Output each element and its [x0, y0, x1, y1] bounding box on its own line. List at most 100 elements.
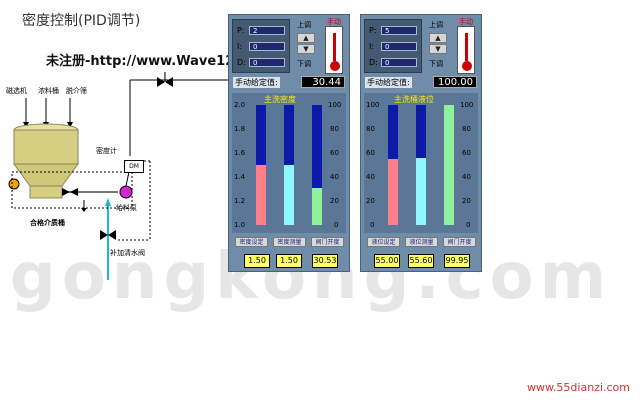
- manual-auto-switch[interactable]: [325, 26, 343, 74]
- up-button[interactable]: ▲: [429, 33, 447, 43]
- p-label: P:: [237, 26, 245, 35]
- p-label: P:: [369, 26, 377, 35]
- p-field[interactable]: 5: [381, 26, 417, 35]
- axis-tick-label: 40: [330, 173, 339, 181]
- bar-measured: [416, 105, 426, 225]
- pid-box: P: 5 I: 0 D: 0: [364, 19, 422, 73]
- axis-tick-label: 20: [462, 197, 471, 205]
- axis-tick-label: 40: [366, 173, 375, 181]
- down-button[interactable]: ▼: [429, 44, 447, 54]
- d-label: D:: [237, 58, 246, 67]
- i-label: I:: [369, 42, 375, 51]
- bar-valve: [444, 105, 454, 225]
- manual-setting-value[interactable]: 100.00: [433, 76, 477, 88]
- tank-icon: [13, 123, 79, 199]
- level-panel: P: 5 I: 0 D: 0 上调 ▲ ▼ 下调 手动 自动 手动给定值: 10…: [360, 14, 482, 272]
- unregistered-banner: 未注册-http://www.Wave12.com: [46, 54, 270, 69]
- up-button[interactable]: ▲: [297, 33, 315, 43]
- dm-box: DM: [124, 160, 144, 173]
- bar-setpoint: [256, 105, 266, 225]
- axis-tick-label: 0: [466, 221, 471, 229]
- brand-link[interactable]: www.55dianzi.com: [526, 381, 630, 394]
- valve-opening-button[interactable]: 阀门开度: [443, 237, 476, 247]
- i-field[interactable]: 0: [249, 42, 285, 51]
- axis-tick-label: 100: [328, 101, 342, 109]
- bar-fill-measured: [416, 158, 426, 225]
- axis-tick-label: 1.0: [234, 221, 246, 229]
- level-measure-button[interactable]: 液位测量: [405, 237, 438, 247]
- density-panel: P: 2 I: 0 D: 0 上调 ▲ ▼ 下调 手动 自动 手动给定值: 30…: [228, 14, 350, 272]
- manual-setting-label: 手动给定值:: [233, 77, 280, 88]
- axis-tick-label: 1.8: [234, 125, 246, 133]
- axis-tick-label: 1.4: [234, 173, 246, 181]
- down-label: 下调: [297, 60, 311, 68]
- chart-title: 主洗桶液位: [394, 95, 434, 104]
- label-density-meter: 密度计: [96, 147, 117, 155]
- bar-fill-valve: [312, 188, 322, 225]
- axis-tick-label: 1.6: [234, 149, 246, 157]
- axis-tick-label: 40: [462, 173, 471, 181]
- value-valve: 30.53: [312, 254, 338, 268]
- i-label: I:: [237, 42, 243, 51]
- page-title: 密度控制(PID调节): [22, 13, 141, 29]
- axis-tick-label: 100: [366, 101, 380, 109]
- value-measured: 1.50: [276, 254, 302, 268]
- axis-tick-label: 20: [330, 197, 339, 205]
- manual-label: 手动: [459, 18, 473, 26]
- arrow-icon: [23, 98, 29, 128]
- value-measured: 55.60: [408, 254, 434, 268]
- bar-fill-measured: [284, 165, 294, 225]
- up-label: 上调: [429, 21, 443, 29]
- axis-tick-label: 80: [462, 125, 471, 133]
- bar-fill-setpoint: [256, 165, 266, 225]
- bar-valve: [312, 105, 322, 225]
- manual-setting-label: 手动给定值:: [365, 77, 412, 88]
- bar-measured: [284, 105, 294, 225]
- d-field[interactable]: 0: [249, 58, 285, 67]
- level-set-button[interactable]: 液位设定: [367, 237, 400, 247]
- density-set-button[interactable]: 密度设定: [235, 237, 268, 247]
- axis-tick-label: 0: [334, 221, 339, 229]
- label-qualified-tank: 合格介质桶: [30, 219, 65, 227]
- pump-icon: [119, 185, 133, 199]
- value-setpoint: 55.00: [374, 254, 400, 268]
- process-diagram: [8, 72, 228, 280]
- axis-tick-label: 2.0: [234, 101, 246, 109]
- value-setpoint: 1.50: [244, 254, 270, 268]
- label-water-valve: 补加清水阀: [110, 249, 145, 257]
- manual-label: 手动: [327, 18, 341, 26]
- d-field[interactable]: 0: [381, 58, 417, 67]
- valve-icon: [157, 72, 173, 87]
- arrow-icon: [67, 98, 73, 128]
- axis-tick-label: 60: [462, 149, 471, 157]
- up-label: 上调: [297, 21, 311, 29]
- gauge-icon: [8, 178, 20, 190]
- value-valve: 99.95: [444, 254, 470, 268]
- axis-tick-label: 20: [366, 197, 375, 205]
- pid-box: P: 2 I: 0 D: 0: [232, 19, 290, 73]
- axis-tick-label: 80: [330, 125, 339, 133]
- valve-opening-button[interactable]: 阀门开度: [311, 237, 344, 247]
- bar-setpoint: [388, 105, 398, 225]
- p-field[interactable]: 2: [249, 26, 285, 35]
- manual-setting-value[interactable]: 30.44: [301, 76, 345, 88]
- down-button[interactable]: ▼: [297, 44, 315, 54]
- label-slurry: 浓料桶: [38, 87, 59, 95]
- level-chart: 主洗桶液位 100 80 60 40 20 0 100 80 60 40 20 …: [364, 93, 478, 233]
- axis-tick-label: 80: [366, 125, 375, 133]
- i-field[interactable]: 0: [381, 42, 417, 51]
- manual-auto-switch[interactable]: [457, 26, 475, 74]
- bar-fill-valve: [444, 105, 454, 225]
- label-pump: 给料泵: [116, 204, 137, 212]
- axis-tick-label: 60: [366, 149, 375, 157]
- valve-icon: [100, 230, 116, 240]
- chart-title: 主洗密度: [264, 95, 296, 104]
- valve-icon: [62, 188, 78, 196]
- bar-fill-setpoint: [388, 159, 398, 225]
- density-measure-button[interactable]: 密度测量: [273, 237, 306, 247]
- axis-tick-label: 0: [370, 221, 375, 229]
- label-waste: 脱介筛: [66, 87, 87, 95]
- axis-tick-label: 1.2: [234, 197, 246, 205]
- axis-tick-label: 100: [460, 101, 474, 109]
- d-label: D:: [369, 58, 378, 67]
